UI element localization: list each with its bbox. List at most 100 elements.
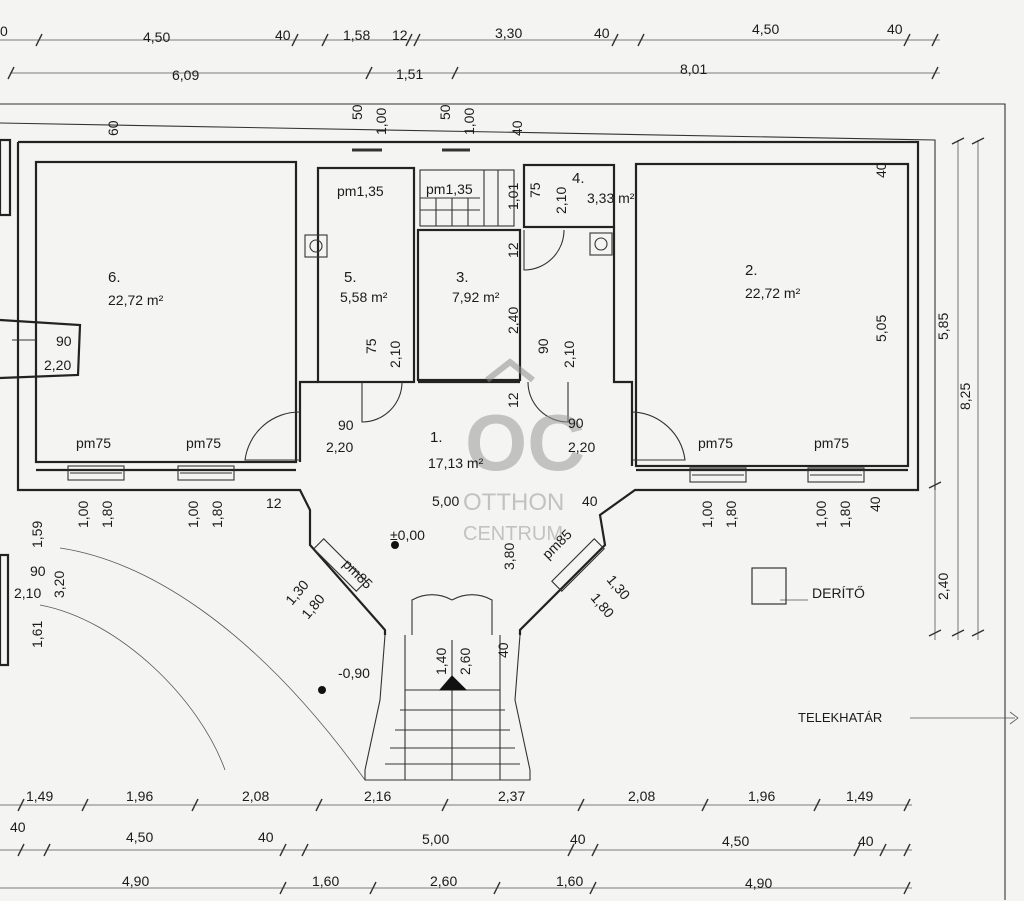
dim-text: 1,61 bbox=[29, 621, 45, 648]
windows bbox=[67, 148, 865, 592]
level-markers: ±0,00 -0,90 bbox=[318, 527, 425, 694]
dim-text: 40 bbox=[858, 833, 874, 849]
dim-text: 90 bbox=[30, 563, 46, 579]
dim-text: 40 bbox=[873, 162, 889, 178]
dim-text: 90 bbox=[56, 333, 72, 349]
dim-text: 5,85 bbox=[935, 313, 951, 340]
room-5-area: 5,58 m² bbox=[340, 289, 388, 305]
terrain-lines bbox=[39, 547, 1019, 781]
dim-text: 8,25 bbox=[957, 383, 973, 410]
dim-text: 1,80 bbox=[209, 501, 225, 528]
door-swings bbox=[12, 229, 686, 461]
boundary-label: TELEKHATÁR bbox=[798, 710, 882, 725]
right-dimensions: 5,85 8,25 2,40 40 5,05 bbox=[867, 313, 973, 600]
opening-label: pm1,35 bbox=[426, 181, 473, 197]
dim-text: 40 bbox=[495, 642, 511, 658]
dim-text: 1,00 bbox=[185, 501, 201, 528]
dim-text: 12 bbox=[266, 495, 282, 511]
dim-text: 3,20 bbox=[51, 571, 67, 598]
level-entrance: ±0,00 bbox=[390, 527, 425, 543]
dim-text: 2,40 bbox=[935, 573, 951, 600]
chimney-icons bbox=[304, 232, 613, 258]
opening-label: pm1,35 bbox=[337, 183, 384, 199]
dim-text: 5,05 bbox=[873, 315, 889, 342]
opening-label: pm75 bbox=[698, 435, 733, 451]
dim-text: 2,10 bbox=[387, 341, 403, 368]
watermark-line2: CENTRUM bbox=[463, 523, 563, 545]
opening-label: pm75 bbox=[76, 435, 111, 451]
watermark-line1: OTTHON bbox=[463, 489, 564, 516]
dim-text: 4,90 bbox=[745, 875, 772, 891]
dim-text: 1,60 bbox=[556, 873, 583, 889]
dim-text: 40 bbox=[582, 493, 598, 509]
dim-text: 1,40 bbox=[433, 648, 449, 675]
dim-text: 8,01 bbox=[680, 61, 707, 77]
plot-boundary bbox=[0, 103, 1006, 900]
dim-text: 2,08 bbox=[628, 788, 655, 804]
septic-label: DERÍTŐ bbox=[812, 585, 865, 601]
dim-text: 1,49 bbox=[26, 788, 53, 804]
dim-text: 60 bbox=[105, 120, 121, 136]
room-6-area: 22,72 m² bbox=[108, 292, 164, 308]
dim-text: 75 bbox=[527, 182, 543, 198]
dim-text: 40 bbox=[10, 819, 26, 835]
dim-text: 40 bbox=[887, 21, 903, 37]
dim-text: 1,96 bbox=[748, 788, 775, 804]
dim-text: 90 bbox=[338, 417, 354, 433]
dim-text: 0 bbox=[0, 23, 8, 39]
room-2-area: 22,72 m² bbox=[745, 285, 801, 301]
bottom-dimensions: 1,49 1,96 2,08 2,16 2,37 2,08 1,96 1,49 … bbox=[10, 788, 874, 891]
svg-text:OC: OC bbox=[465, 398, 585, 487]
entrance-stairs bbox=[364, 594, 531, 781]
dim-text: 40 bbox=[867, 496, 883, 512]
room-2-number: 2. bbox=[745, 262, 758, 279]
dim-text: 1,00 bbox=[699, 501, 715, 528]
dim-text: 40 bbox=[570, 831, 586, 847]
room-4-number: 4. bbox=[572, 170, 585, 187]
dim-text: 90 bbox=[535, 338, 551, 354]
dim-text: 1,80 bbox=[723, 501, 739, 528]
watermark-logo: OC OTTHON CENTRUM bbox=[463, 358, 585, 545]
dim-text: 2,37 bbox=[498, 788, 525, 804]
stair-dimensions: 1,40 2,60 40 bbox=[433, 642, 511, 675]
opening-label: pm75 bbox=[814, 435, 849, 451]
dim-text: 2,60 bbox=[430, 873, 457, 889]
dim-text: 1,51 bbox=[396, 66, 423, 82]
inner-dimensions: 90 2,20 90 2,20 90 2,20 75 2,10 90 2,10 … bbox=[44, 162, 889, 570]
dim-text: 4,50 bbox=[143, 29, 170, 45]
level-garden: -0,90 bbox=[338, 665, 370, 681]
dim-text: 50 bbox=[437, 104, 453, 120]
dim-text: 40 bbox=[258, 829, 274, 845]
dim-text: 2,10 bbox=[14, 585, 41, 601]
top-window-dimensions: 50 1,00 50 1,00 60 40 bbox=[105, 104, 525, 136]
top-dimensions: 0 4,50 40 1,58 12 3,30 40 4,50 40 6,09 1… bbox=[0, 21, 903, 83]
dim-text: 5,00 bbox=[432, 493, 459, 509]
dim-text: 2,16 bbox=[364, 788, 391, 804]
dim-text: 1,80 bbox=[99, 501, 115, 528]
room-1-area: 17,13 m² bbox=[428, 455, 484, 471]
dimension-lines bbox=[0, 33, 985, 895]
dim-text: 2,40 bbox=[505, 307, 521, 334]
left-side-dimensions: 1,59 90 2,10 3,20 1,61 bbox=[14, 521, 67, 648]
dim-text: 4,50 bbox=[126, 829, 153, 845]
dim-text: 2,10 bbox=[561, 341, 577, 368]
opening-label: pm75 bbox=[186, 435, 221, 451]
dim-text: 3,30 bbox=[495, 25, 522, 41]
dim-text: 12 bbox=[392, 27, 408, 43]
dim-text: 1,96 bbox=[126, 788, 153, 804]
dim-text: 2,10 bbox=[553, 187, 569, 214]
dim-text: 1,80 bbox=[837, 501, 853, 528]
room-6-number: 6. bbox=[108, 269, 121, 286]
dim-text: 1,00 bbox=[373, 108, 389, 135]
front-window-dimensions: 1,00 1,80 1,00 1,80 1,00 1,80 1,00 1,80 bbox=[75, 501, 853, 528]
room-3-number: 3. bbox=[456, 269, 469, 286]
dim-text: 2,60 bbox=[457, 648, 473, 675]
dim-text: 1,58 bbox=[343, 27, 370, 43]
dim-text: 1,00 bbox=[75, 501, 91, 528]
room-labels: 6. 22,72 m² 5. 5,58 m² 3. 7,92 m² 4. 3,3… bbox=[108, 170, 801, 471]
septic-tank bbox=[751, 567, 787, 605]
dim-text: 4,50 bbox=[722, 833, 749, 849]
dim-text: 1,60 bbox=[312, 873, 339, 889]
dim-text: 2,20 bbox=[44, 357, 71, 373]
dim-text: 2,20 bbox=[326, 439, 353, 455]
